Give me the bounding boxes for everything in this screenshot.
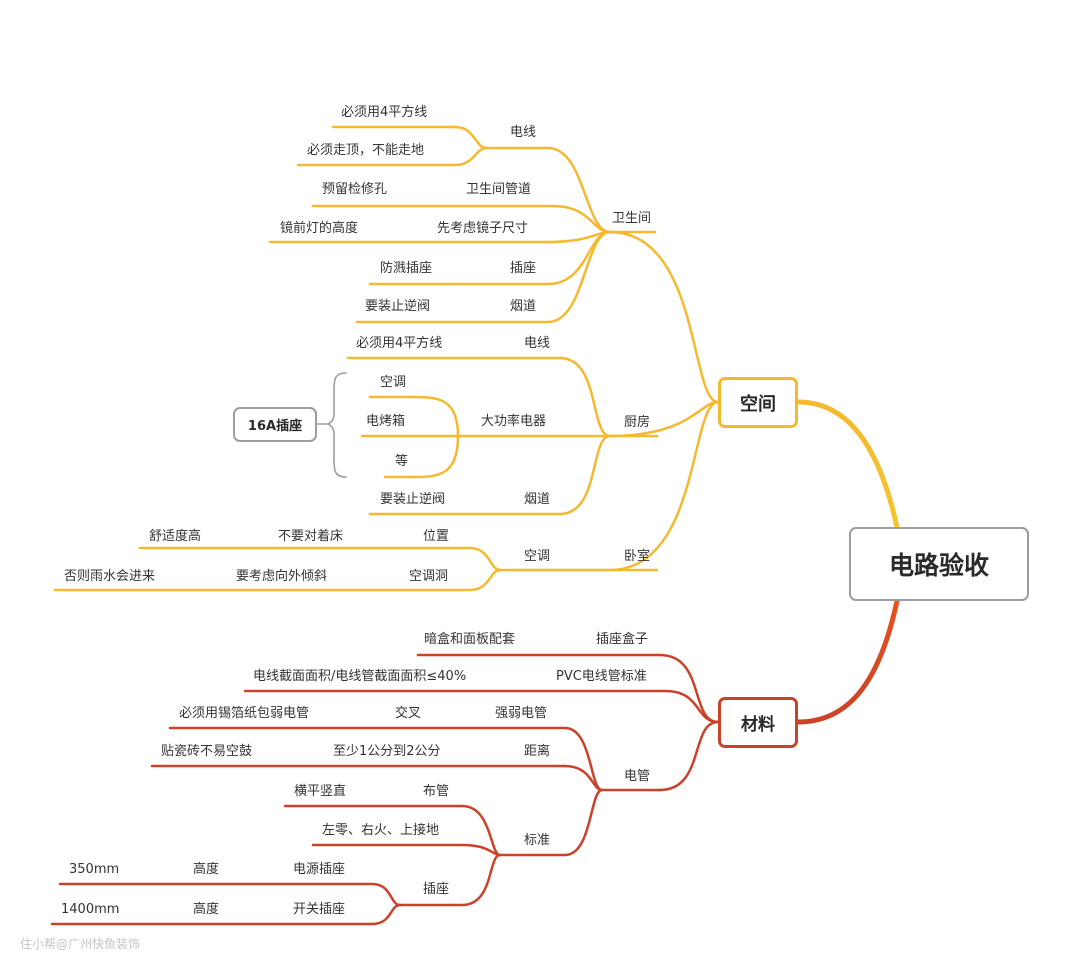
root-node[interactable]: 电路验收 bbox=[849, 527, 1029, 601]
connector-bathroom-flue bbox=[546, 230, 612, 324]
connector-conduit-strongweak bbox=[563, 726, 604, 792]
watermark: 住小帮@广州快鱼装饰 bbox=[20, 937, 141, 951]
node-pvc[interactable]: PVC电线管标准 bbox=[556, 669, 647, 684]
leaf-ac-hole-note[interactable]: 否则雨水会进来 bbox=[64, 569, 156, 584]
node-kitchen-wire[interactable]: 电线 bbox=[524, 336, 551, 351]
connector-conduit-distance bbox=[563, 764, 604, 792]
leaf-distance-note[interactable]: 贴瓷砖不易空鼓 bbox=[161, 744, 253, 759]
leaf-power-height-label[interactable]: 高度 bbox=[193, 862, 220, 877]
node-routing[interactable]: 布管 bbox=[423, 784, 450, 799]
node-socket-box[interactable]: 插座盒子 bbox=[596, 632, 649, 647]
leaf-switch-height-value[interactable]: 1400mm bbox=[61, 902, 120, 917]
connector-space-bathroom bbox=[608, 230, 720, 404]
node-kitchen-appliance[interactable]: 大功率电器 bbox=[481, 414, 547, 429]
leaf-wire-item-2[interactable]: 必须走顶，不能走地 bbox=[307, 143, 425, 158]
leaf-kitchen-wire-note[interactable]: 必须用4平方线 bbox=[356, 336, 443, 351]
node-power-socket[interactable]: 电源插座 bbox=[293, 862, 346, 877]
node-strong-weak[interactable]: 强弱电管 bbox=[495, 706, 548, 721]
leaf-strong-weak-note[interactable]: 必须用锡箔纸包弱电管 bbox=[179, 706, 310, 721]
node-standard[interactable]: 标准 bbox=[524, 833, 551, 848]
leaf-bathroom-flue-note[interactable]: 要装止逆阀 bbox=[365, 299, 431, 314]
leaf-appliance-ac[interactable]: 空调 bbox=[380, 375, 407, 390]
node-bathroom-mirror[interactable]: 先考虑镜子尺寸 bbox=[437, 221, 529, 236]
leaf-socket-note[interactable]: 防溅插座 bbox=[380, 261, 433, 276]
node-conduit[interactable]: 电管 bbox=[624, 769, 651, 784]
branch-space-node[interactable]: 空间 bbox=[718, 377, 798, 428]
leaf-appliance-etc[interactable]: 等 bbox=[395, 454, 409, 469]
leaf-strong-weak-cross[interactable]: 交叉 bbox=[395, 706, 422, 721]
leaf-ac-position-detail[interactable]: 不要对着床 bbox=[278, 529, 344, 544]
node-kitchen[interactable]: 厨房 bbox=[624, 415, 651, 430]
node-distance[interactable]: 距离 bbox=[524, 744, 551, 759]
leaf-routing-note[interactable]: 横平竖直 bbox=[294, 784, 347, 799]
connector-ac-hole bbox=[468, 568, 502, 592]
leaf-kitchen-flue-note[interactable]: 要装止逆阀 bbox=[380, 492, 446, 507]
leaf-wire-item-1[interactable]: 必须用4平方线 bbox=[341, 105, 428, 120]
summary-bracket bbox=[326, 372, 347, 478]
connector-root-material bbox=[795, 598, 900, 725]
connector-bathroom-pipe bbox=[550, 204, 612, 234]
connector-conduit-standard bbox=[563, 788, 604, 857]
node-bathroom-pipe[interactable]: 卫生间管道 bbox=[466, 182, 532, 197]
leaf-wiring-note[interactable]: 左零、右火、上接地 bbox=[322, 823, 440, 838]
connector-appliance-etc bbox=[413, 434, 460, 479]
leaf-switch-height-label[interactable]: 高度 bbox=[193, 902, 220, 917]
leaf-ac-position-note[interactable]: 舒适度高 bbox=[149, 529, 202, 544]
node-standard-socket[interactable]: 插座 bbox=[423, 882, 450, 897]
node-bedroom-ac[interactable]: 空调 bbox=[524, 549, 551, 564]
leaf-pvc-note[interactable]: 电线截面面积/电线管截面面积≤40% bbox=[253, 669, 467, 684]
leaf-distance-detail[interactable]: 至少1公分到2公分 bbox=[333, 744, 441, 759]
connector-kitchen-flue bbox=[558, 434, 612, 516]
node-bedroom[interactable]: 卧室 bbox=[624, 549, 651, 564]
node-bathroom-socket[interactable]: 插座 bbox=[510, 261, 537, 276]
node-kitchen-flue[interactable]: 烟道 bbox=[524, 492, 551, 507]
leaf-power-height-value[interactable]: 350mm bbox=[69, 862, 120, 877]
branch-material-node[interactable]: 材料 bbox=[718, 697, 798, 748]
summary-16a-socket-node[interactable]: 16A插座 bbox=[233, 407, 317, 442]
node-ac-position[interactable]: 位置 bbox=[423, 529, 450, 544]
connector-wire-item-2 bbox=[453, 146, 489, 167]
leaf-pipe-note[interactable]: 预留检修孔 bbox=[322, 182, 388, 197]
node-bathroom-flue[interactable]: 烟道 bbox=[510, 299, 537, 314]
leaf-appliance-oven[interactable]: 电烤箱 bbox=[366, 414, 406, 429]
connector-standard-socket bbox=[460, 853, 502, 907]
connector-bathroom-wire bbox=[546, 146, 612, 234]
node-ac-hole[interactable]: 空调洞 bbox=[409, 569, 449, 584]
connector-material-conduit bbox=[658, 720, 720, 792]
connector-wire-item-1 bbox=[453, 125, 489, 150]
connector-socket-power bbox=[370, 882, 402, 907]
leaf-socket-box-note[interactable]: 暗盒和面板配套 bbox=[424, 632, 516, 647]
connector-socket-switch bbox=[370, 903, 402, 926]
connector-material-pvc bbox=[663, 689, 720, 724]
node-bathroom[interactable]: 卫生间 bbox=[612, 211, 652, 226]
connector-appliance-ac bbox=[413, 395, 460, 438]
connector-ac-position bbox=[468, 546, 502, 572]
connector-kitchen-wire bbox=[558, 356, 612, 438]
connector-root-space bbox=[795, 399, 900, 530]
leaf-ac-hole-detail[interactable]: 要考虑向外倾斜 bbox=[236, 569, 328, 584]
node-bathroom-wire[interactable]: 电线 bbox=[510, 125, 537, 140]
leaf-mirror-note[interactable]: 镜前灯的高度 bbox=[280, 221, 359, 236]
connector-space-bedroom bbox=[608, 400, 720, 572]
node-switch-socket[interactable]: 开关插座 bbox=[293, 902, 346, 917]
connector-material-socketbox bbox=[658, 653, 720, 724]
